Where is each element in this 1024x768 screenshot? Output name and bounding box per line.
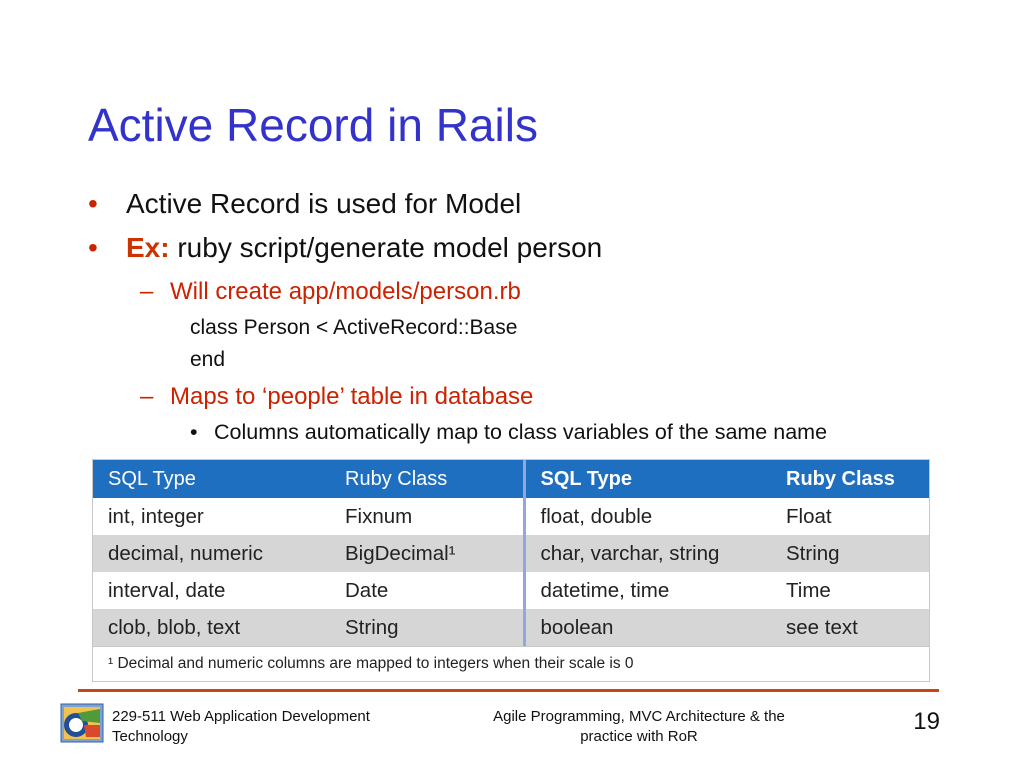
sub-sub-bullet-columns: • Columns automatically map to class vari… — [190, 420, 827, 445]
footnote-text: Decimal and numeric columns are mapped t… — [113, 655, 634, 672]
table-cell: see text — [771, 609, 929, 646]
bullet-marker: • — [190, 420, 198, 444]
table-footnote: ¹ Decimal and numeric columns are mapped… — [93, 646, 929, 681]
bullet-model: • Active Record is used for Model — [88, 188, 521, 220]
table-row: decimal, numeric BigDecimal¹ char, varch… — [93, 535, 929, 572]
maps-before: Maps to — [170, 383, 263, 410]
table-cell: Float — [771, 498, 929, 535]
maps-word: people — [267, 383, 340, 410]
maps-after: table in database — [343, 383, 534, 410]
type-mapping-table: SQL Type Ruby Class SQL Type Ruby Class … — [92, 459, 930, 682]
sub-bullet-text: Will create app/models/person.rb — [170, 278, 521, 305]
table-cell: int, integer — [93, 498, 330, 535]
bullet-text: Active Record is used for Model — [126, 188, 522, 219]
footer-course-line2: Technology — [112, 728, 188, 745]
footer-topic: Agile Programming, MVC Architecture & th… — [452, 707, 826, 747]
table-cell: BigDecimal¹ — [330, 535, 524, 572]
sub-sub-bullet-text: Columns automatically map to class varia… — [214, 420, 828, 444]
footer-topic-line2: practice with RoR — [580, 728, 698, 745]
open-quote: ‘ — [262, 383, 268, 410]
footer-topic-line1: Agile Programming, MVC Architecture & th… — [493, 708, 785, 725]
header-sql-type-2: SQL Type — [522, 460, 771, 498]
table-cell: float, double — [522, 498, 771, 535]
bullet-marker: • — [88, 232, 98, 263]
table-cell: String — [330, 609, 524, 646]
header-ruby-class-2: Ruby Class — [771, 460, 929, 498]
table-row: int, integer Fixnum float, double Float — [93, 498, 929, 535]
code-line-end: end — [190, 348, 226, 371]
table-cell: Date — [330, 572, 524, 609]
example-label: Ex: — [126, 232, 170, 263]
footer-course-line1: 229-511 Web Application Development — [112, 708, 370, 725]
table-cell: String — [771, 535, 929, 572]
table-row: clob, blob, text String boolean see text — [93, 609, 929, 646]
table-cell: Time — [771, 572, 929, 609]
page-number: 19 — [913, 708, 940, 735]
bullet-text: ruby script/generate model person — [169, 232, 603, 263]
dash-marker: – — [140, 383, 154, 410]
table-cell: datetime, time — [522, 572, 771, 609]
bullet-example: • Ex: ruby script/generate model person — [88, 232, 602, 264]
code-line-class: class Person < ActiveRecord::Base — [190, 316, 518, 339]
footer-course: 229-511 Web Application Development Tech… — [112, 707, 432, 747]
header-ruby-class: Ruby Class — [330, 460, 524, 498]
footer-divider — [78, 689, 939, 692]
table-cell: clob, blob, text — [93, 609, 330, 646]
header-sql-type: SQL Type — [93, 460, 330, 498]
sub-bullet-maps: –Maps to ‘people’ table in database — [140, 383, 533, 411]
table-row: interval, date Date datetime, time Time — [93, 572, 929, 609]
table-cell: interval, date — [93, 572, 330, 609]
close-quote: ’ — [339, 383, 344, 410]
table-cell: decimal, numeric — [93, 535, 330, 572]
table-cell: Fixnum — [330, 498, 524, 535]
slide-title: Active Record in Rails — [88, 99, 538, 151]
bullet-marker: • — [88, 188, 98, 219]
table-cell: boolean — [522, 609, 771, 646]
sub-bullet-create: –Will create app/models/person.rb — [140, 278, 521, 306]
dash-marker: – — [140, 278, 154, 305]
table-header-row: SQL Type Ruby Class SQL Type Ruby Class — [93, 460, 929, 498]
course-logo-icon — [60, 703, 104, 743]
table-cell: char, varchar, string — [522, 535, 771, 572]
footnote-mark: ¹ — [108, 655, 114, 672]
